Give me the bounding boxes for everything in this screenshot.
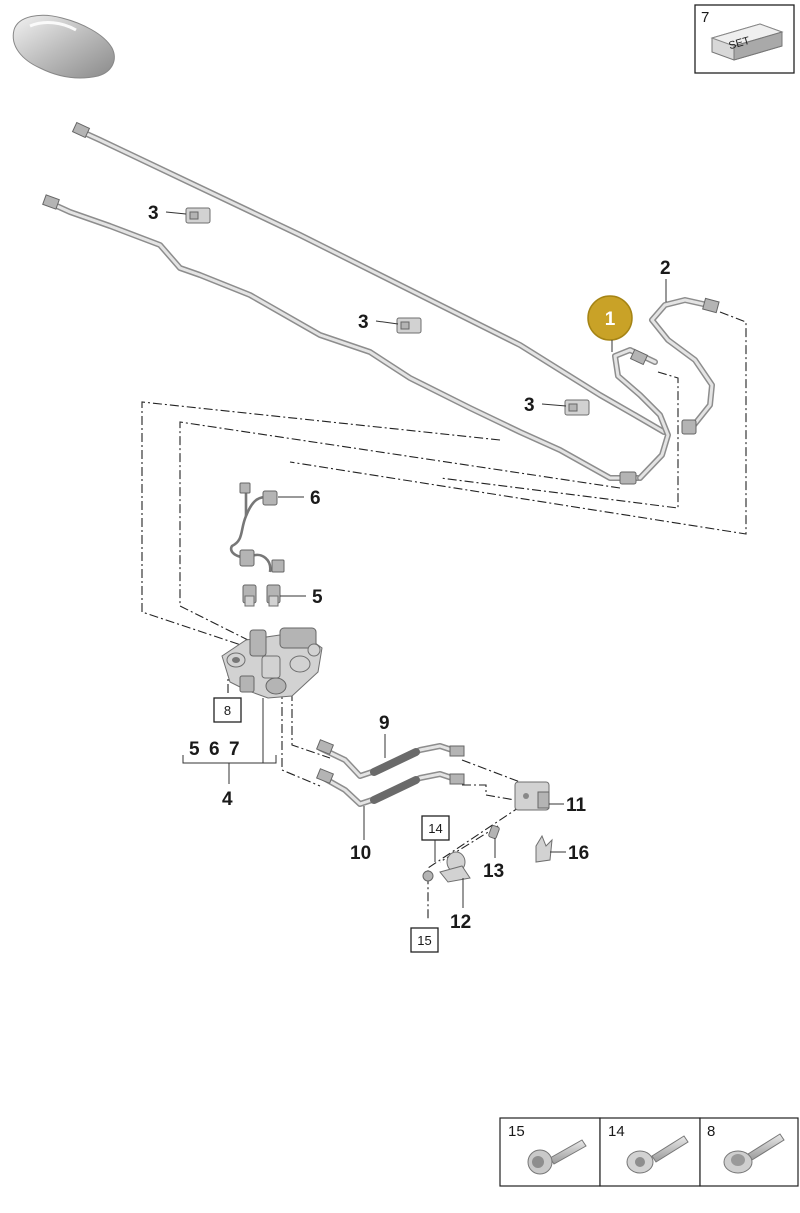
legend-cell-14-frame xyxy=(599,1117,701,1187)
connector-5[interactable] xyxy=(242,584,281,607)
legend-number-15: 15 xyxy=(508,1123,525,1140)
callout-5: 5 xyxy=(312,587,323,608)
box-15-frame xyxy=(410,927,439,953)
legend-number-14: 14 xyxy=(608,1123,625,1140)
box-15-label: 15 xyxy=(417,933,431,948)
callout-12: 12 xyxy=(450,912,471,933)
bleed-screw-13[interactable] xyxy=(488,825,500,839)
box-8-label: 8 xyxy=(224,703,231,718)
badge-label: 1 xyxy=(605,309,616,330)
brake-line-2[interactable] xyxy=(649,297,720,435)
legend-cell-8[interactable]: 8 xyxy=(699,1117,799,1187)
callout-1-badge[interactable]: 1 xyxy=(587,295,633,352)
callout-9: 9 xyxy=(379,713,390,734)
brake-line-upper[interactable] xyxy=(71,121,667,435)
small-bolt[interactable] xyxy=(422,870,434,882)
wiring-harness-6[interactable] xyxy=(229,482,285,573)
callout-4: 4 xyxy=(222,789,233,810)
callout-10: 10 xyxy=(350,843,371,864)
set-kit-box[interactable]: 7 SET xyxy=(694,4,795,74)
box-14-frame xyxy=(421,815,450,841)
callout-3-c: 3 xyxy=(524,395,535,416)
set-box-number: 7 xyxy=(701,9,709,26)
group-4-number-5: 5 xyxy=(189,739,200,760)
distributor-11[interactable] xyxy=(514,781,550,811)
callout-6: 6 xyxy=(310,488,321,509)
callout-3-a: 3 xyxy=(148,203,159,224)
brake-hose-10[interactable] xyxy=(315,768,465,807)
fastener-legend: 15 14 8 xyxy=(499,1117,799,1187)
clip-3-c[interactable] xyxy=(564,399,590,416)
callouts: 2 3 3 3 6 5 5 6 7 4 9 10 11 12 13 16 xyxy=(148,203,671,933)
box-14-label: 14 xyxy=(428,821,442,836)
callout-11: 11 xyxy=(566,795,587,816)
clip-3-b[interactable] xyxy=(396,317,422,334)
legend-number-8: 8 xyxy=(707,1123,715,1140)
bolt-14-icon xyxy=(626,1135,689,1174)
routing-lines xyxy=(141,311,747,920)
brake-hose-9[interactable] xyxy=(315,739,465,779)
valve-unit-4[interactable] xyxy=(221,627,323,699)
group-4-number-6: 6 xyxy=(209,739,220,760)
set-kit-icon: SET xyxy=(710,23,784,61)
group-4-number-7: 7 xyxy=(229,739,240,760)
car-silhouette-icon xyxy=(12,14,115,79)
box-8-frame xyxy=(213,697,242,723)
badge-circle xyxy=(587,295,633,341)
set-kit-label: SET xyxy=(727,35,751,53)
callout-13: 13 xyxy=(483,861,504,882)
callout-3-b: 3 xyxy=(358,312,369,333)
legend-cell-14[interactable]: 14 xyxy=(599,1117,701,1187)
boxed-refs: 8 14 15 xyxy=(213,697,450,953)
callout-16: 16 xyxy=(568,843,589,864)
brake-line-1[interactable] xyxy=(612,347,671,481)
bolt-15-icon xyxy=(527,1139,587,1175)
legend-cell-15[interactable]: 15 xyxy=(499,1117,601,1187)
brake-line-lower[interactable] xyxy=(42,194,643,485)
callout-2: 2 xyxy=(660,258,671,279)
bolt-8-icon xyxy=(723,1133,785,1174)
clip-3-a[interactable] xyxy=(185,207,211,224)
legend-cell-15-frame xyxy=(499,1117,601,1187)
clip-16[interactable] xyxy=(535,834,553,863)
legend-cell-8-frame xyxy=(699,1117,799,1187)
